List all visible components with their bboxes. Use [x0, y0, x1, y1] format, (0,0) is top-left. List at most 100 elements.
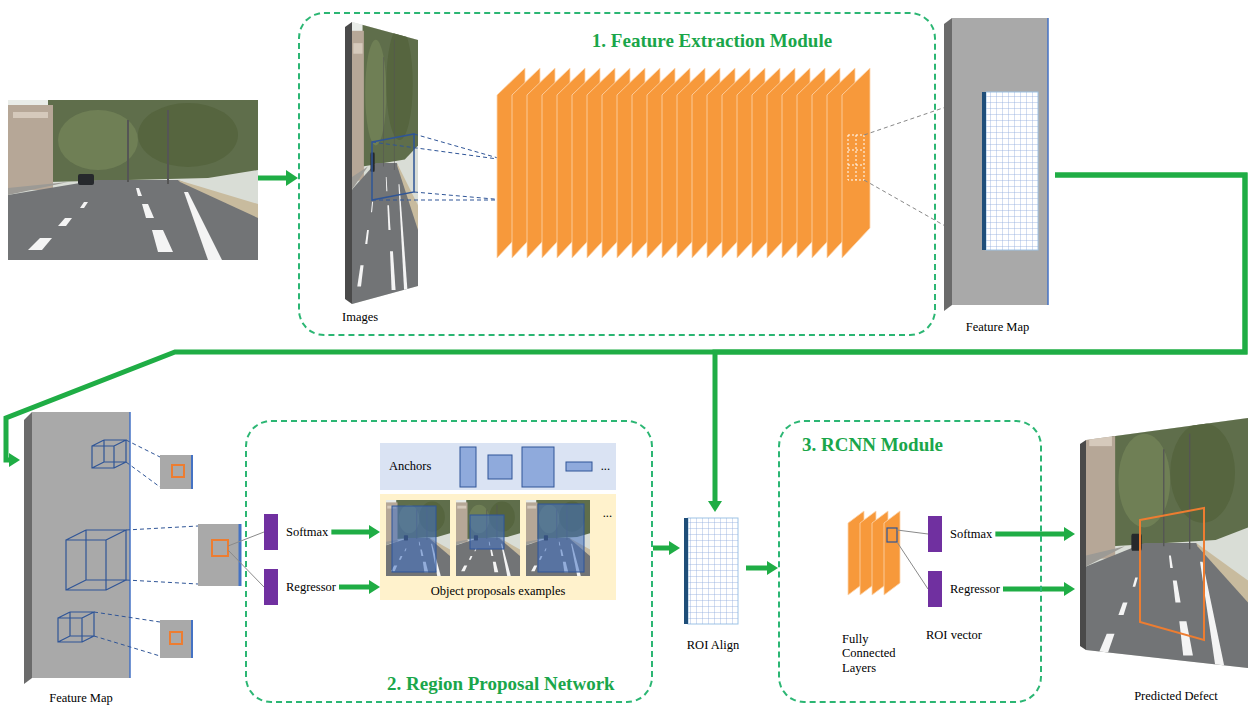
proposal-band-fill	[386, 500, 450, 576]
anchor-projection-lines	[126, 440, 160, 457]
connector-arrow	[6, 175, 1245, 460]
fully-connected-layers: Fully Connected Layers	[836, 500, 916, 675]
anchor-band-fill	[522, 447, 554, 487]
vector-label: ROI vector	[926, 628, 982, 642]
anchor-cubes	[58, 440, 126, 642]
module-frame: Images 1. Feature Extraction Module	[298, 12, 936, 336]
anchor-projection-lines	[94, 636, 160, 656]
receptive-field-lines	[414, 192, 505, 200]
anchor-cubes	[92, 440, 126, 468]
node-label: Feature Map	[49, 691, 113, 705]
anchor-projection-lines	[126, 580, 198, 584]
node-label: Images	[342, 310, 378, 324]
anchor-feature-patches	[191, 620, 193, 658]
node-label: ...	[603, 506, 612, 520]
anchor-feature-patches	[160, 455, 192, 489]
image-panel	[345, 22, 418, 304]
proposal-band-fill	[380, 494, 616, 600]
node-label: Object proposals examples	[431, 584, 566, 598]
feature-map-slab	[24, 412, 32, 684]
feature-map-slab	[952, 18, 1048, 305]
anchor-cubes	[58, 612, 94, 642]
feature-map-slab	[944, 18, 952, 311]
feature-map-slab	[24, 412, 130, 684]
connector-arrow	[1003, 587, 1064, 592]
image-panel	[372, 134, 414, 200]
anchor-band: Anchors...	[380, 443, 616, 490]
node-label: Softmax	[286, 525, 328, 539]
anchor-feature-patches	[172, 465, 184, 477]
softmax-layer: Softmax	[928, 516, 995, 552]
module-frame: SoftmaxRegressor Anchors...... Object prop…	[245, 420, 653, 703]
proposal-band-fill	[392, 504, 584, 572]
predicted-photo	[1080, 440, 1086, 650]
feature-map: Feature Map	[940, 12, 1055, 336]
predicted-photo	[1086, 418, 1248, 668]
module-frame: Fully Connected Layers SoftmaxRegressor 3.…	[778, 420, 1042, 703]
receptive-field-lines	[372, 142, 505, 160]
roi-align-grid	[688, 518, 738, 624]
node-label: Anchors	[389, 459, 431, 473]
input-image-panel: Images	[342, 18, 432, 324]
softmax-layer: Softmax	[264, 514, 331, 550]
module-title: 1. Feature Extraction Module	[592, 30, 832, 52]
node-label: Regressor	[286, 580, 336, 594]
proposal-band-fill	[456, 500, 520, 576]
feature-map-slab	[982, 92, 986, 250]
anchor-band-fill	[460, 447, 476, 487]
input-arrow	[258, 170, 298, 186]
roi-align-grid	[688, 518, 738, 624]
anchor-feature-patches	[160, 620, 192, 658]
anchor-band-fill	[488, 455, 512, 479]
conv-layer-stack	[497, 68, 870, 258]
node-label: Feature Map	[966, 320, 1030, 334]
anchor-band-fill	[380, 443, 616, 490]
proposal-band-fill	[380, 494, 616, 600]
proposal-band: ... Object proposals examples	[380, 494, 616, 600]
connector-arrow	[715, 175, 1245, 501]
conv-layer-stack	[848, 135, 864, 180]
receptive-field-lines	[372, 134, 505, 200]
regressor-layer: Regressor	[928, 571, 1003, 607]
feature-map-slab	[986, 92, 1038, 250]
conv-layer-stack	[848, 135, 864, 180]
fc-layer-stack	[848, 511, 900, 595]
rcnn-head-lines	[897, 542, 928, 589]
feature-map-slab	[986, 92, 1038, 250]
proposal-band-fill	[470, 515, 504, 549]
feature-map-slab	[944, 18, 1048, 311]
anchor-band-fill	[566, 462, 592, 471]
receptive-field-lines	[414, 134, 505, 160]
node-label: Fully Connected Layers	[842, 632, 912, 675]
receptive-field-lines	[372, 200, 505, 201]
anchor-feature-patches	[239, 524, 242, 586]
image-panel	[345, 22, 352, 304]
anchor-band-fill	[460, 447, 592, 487]
anchor-feature-patches	[212, 540, 228, 556]
connector-arrow	[339, 585, 369, 590]
module-title: 2. Region Proposal Network	[387, 673, 615, 695]
rcnn-head-lines	[897, 530, 928, 534]
connector-arrow	[995, 532, 1064, 537]
feature-map: Feature Map	[20, 405, 142, 705]
conv-layer-stack	[842, 68, 870, 258]
module-title: 3. RCNN Module	[802, 434, 943, 456]
input-arrow	[258, 176, 287, 181]
fc-layer-stack	[884, 511, 900, 595]
roi-align-grid	[684, 518, 738, 624]
input-photo	[8, 100, 258, 260]
node-label: ROI Align	[687, 638, 739, 652]
anchor-feature-patches	[170, 632, 182, 644]
feature-map-slab	[1047, 18, 1049, 305]
image-panel	[352, 22, 418, 304]
proposal-band-fill	[538, 504, 584, 572]
input-arrow	[286, 170, 298, 186]
anchor-feature-patches	[160, 455, 240, 658]
label-slot: ROI vector	[926, 628, 982, 642]
anchor-band-fill	[380, 443, 616, 490]
connector-arrow	[331, 530, 369, 535]
regressor-layer: Regressor	[264, 569, 339, 605]
